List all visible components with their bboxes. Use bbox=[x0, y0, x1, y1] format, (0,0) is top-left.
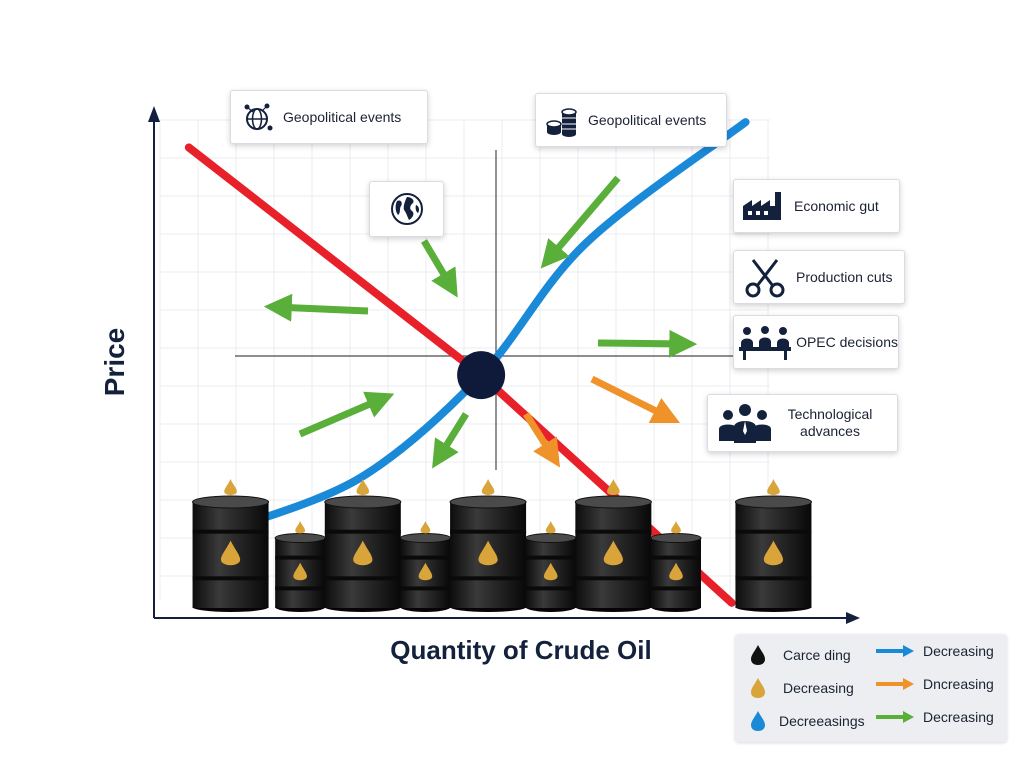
annotation-text: Production cuts bbox=[796, 269, 893, 285]
globe-icon bbox=[387, 189, 427, 229]
annotation-opec-decisions: OPEC decisions bbox=[733, 315, 899, 369]
people-group-icon bbox=[708, 399, 782, 447]
legend-label: Carce ding bbox=[783, 647, 851, 663]
annotation-text: Geopolitical events bbox=[283, 109, 402, 125]
oil-drop-icon bbox=[224, 479, 237, 495]
oil-drop-icon bbox=[420, 521, 431, 534]
oil-drop-icon bbox=[543, 562, 558, 581]
oil-drop-icon bbox=[356, 479, 370, 495]
direction-arrows bbox=[263, 175, 698, 469]
annotation-text: Geopolitical events bbox=[588, 112, 707, 128]
blue-drop-icon bbox=[751, 711, 765, 731]
oil-drop-icon bbox=[545, 521, 556, 534]
orange-arrow-icon bbox=[876, 678, 914, 690]
annotation-geopolitical-events-1: Geopolitical events bbox=[230, 90, 428, 144]
legend-item: Dncreasing bbox=[875, 676, 994, 692]
equilibrium-point bbox=[457, 351, 506, 400]
arrow-orange-down bbox=[523, 412, 561, 468]
oil-drop-icon bbox=[767, 479, 780, 495]
annotation-text: OPEC decisions bbox=[796, 334, 898, 350]
x-axis-label: Quantity of Crude Oil bbox=[390, 635, 651, 665]
legend-label: Dncreasing bbox=[923, 676, 994, 692]
black-drop-icon bbox=[751, 645, 765, 665]
oil-barrel bbox=[192, 479, 270, 612]
oil-drop-icon bbox=[607, 479, 620, 495]
arrow-green-up-right bbox=[298, 391, 395, 438]
y-axis-arrowhead bbox=[148, 106, 160, 122]
annotation-geopolitical-events-2: Geopolitical events bbox=[535, 93, 727, 147]
factory-icon bbox=[734, 186, 794, 226]
oil-drop-icon bbox=[418, 562, 433, 581]
oil-drop-icon bbox=[353, 540, 373, 566]
gold-drop-icon bbox=[751, 678, 765, 698]
oil-barrel bbox=[399, 521, 451, 612]
oil-drop-icon bbox=[220, 540, 241, 566]
oil-drop-icon bbox=[603, 540, 623, 566]
legend: Carce ding Decreasing Decreasing Dncreas… bbox=[735, 634, 1007, 742]
annotation-text: Economic gut bbox=[794, 198, 879, 214]
blue-arrow-icon bbox=[876, 645, 914, 657]
legend-label: Decreasing bbox=[923, 709, 994, 725]
supply-curve bbox=[233, 118, 750, 531]
oil-barrel bbox=[525, 521, 577, 612]
globe-network-icon bbox=[231, 97, 283, 137]
oil-drop-icon bbox=[293, 562, 307, 581]
x-axis-arrowhead bbox=[846, 612, 860, 624]
arrow-green-down-left bbox=[540, 175, 621, 269]
legend-item: Carce ding bbox=[747, 643, 851, 667]
oil-barrel bbox=[274, 521, 326, 612]
oil-drop-icon bbox=[295, 521, 306, 534]
scissors-icon bbox=[734, 255, 796, 299]
legend-label: Decreasing bbox=[923, 643, 994, 659]
oil-barrel bbox=[734, 479, 812, 612]
oil-barrel bbox=[650, 521, 702, 612]
oil-drop-icon bbox=[671, 521, 681, 534]
annotation-globe bbox=[369, 181, 444, 237]
arrow-green-down bbox=[432, 412, 469, 469]
legend-item: Decreasing bbox=[875, 709, 994, 725]
barrels-layer bbox=[192, 479, 812, 612]
axes bbox=[148, 106, 860, 624]
annotation-technological-advances: Technological advances bbox=[707, 394, 898, 452]
legend-item: Decreasing bbox=[875, 643, 994, 659]
legend-item: Decreasing bbox=[747, 676, 854, 700]
y-axis-label: Price bbox=[99, 328, 130, 397]
legend-item: Decreeasings bbox=[747, 709, 865, 733]
oil-barrel bbox=[324, 479, 402, 612]
arrow-orange-down-right bbox=[590, 375, 681, 424]
annotation-production-cuts: Production cuts bbox=[733, 250, 905, 304]
oil-barrel bbox=[449, 479, 527, 612]
oil-drop-icon bbox=[481, 479, 495, 495]
meeting-icon bbox=[734, 320, 796, 364]
oil-drop-icon bbox=[763, 540, 784, 566]
oil-drop-icon bbox=[478, 540, 498, 566]
arrow-green-left bbox=[263, 293, 369, 322]
green-arrow-icon bbox=[876, 711, 914, 723]
annotation-text: Technological advances bbox=[787, 406, 873, 439]
arrow-green-down-right bbox=[420, 239, 458, 298]
oil-drop-icon bbox=[669, 562, 683, 581]
legend-label: Decreeasings bbox=[779, 713, 865, 729]
oil-barrel bbox=[574, 479, 652, 612]
legend-label: Decreasing bbox=[783, 680, 854, 696]
arrow-green-right bbox=[597, 329, 698, 358]
coin-stacks-icon bbox=[536, 100, 588, 140]
annotation-economic-gut: Economic gut bbox=[733, 179, 900, 233]
